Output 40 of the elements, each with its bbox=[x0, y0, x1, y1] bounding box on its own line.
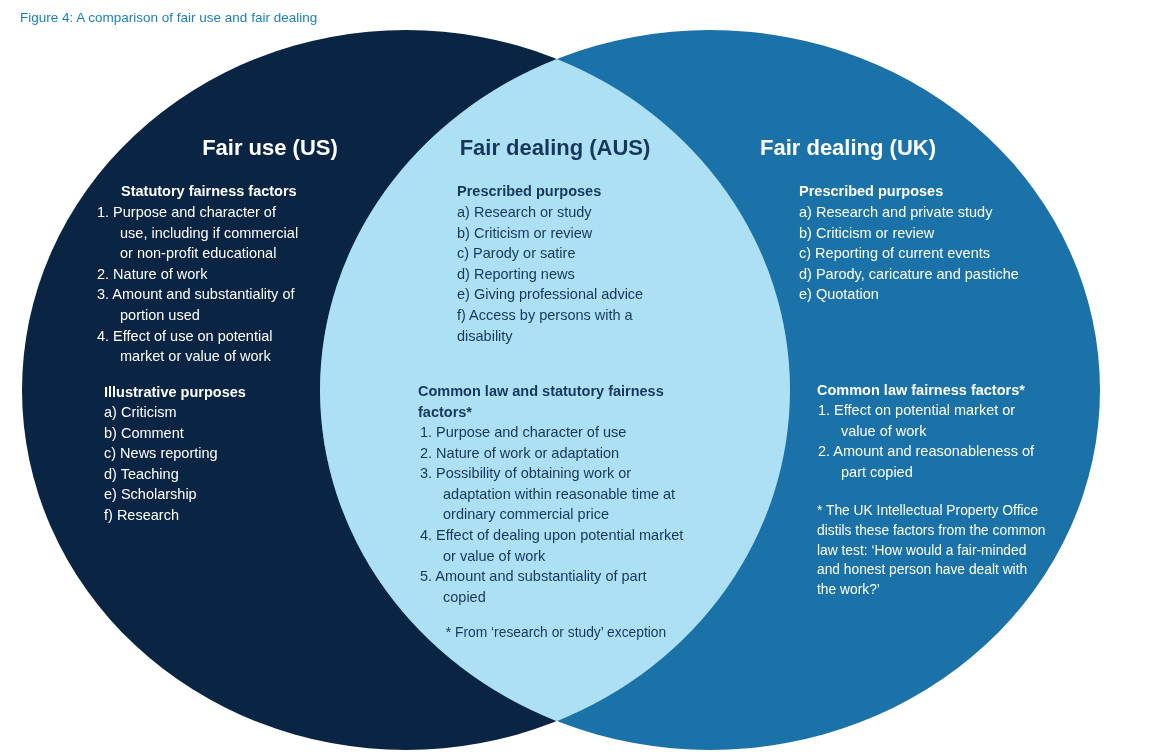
list-item: 1. Effect on potential market or value of work bbox=[818, 401, 1017, 441]
list-item: 1. Purpose and character of use, including if commercial or non-profit educational bbox=[97, 203, 300, 264]
list-item: 4. Effect of use on potential market or value of work bbox=[97, 326, 274, 367]
list-item: c) News reporting bbox=[104, 444, 218, 464]
section-heading: Illustrative purposes bbox=[104, 383, 246, 402]
list-item: b) Criticism or review bbox=[457, 223, 593, 243]
list-item: f) Access by persons with a disability bbox=[457, 305, 634, 346]
list-item: e) Giving professional advice bbox=[457, 285, 644, 305]
list-item: c) Parody or satire bbox=[457, 244, 576, 264]
region-heading: Fair dealing (AUS) bbox=[459, 134, 651, 162]
list-item: c) Reporting of current events bbox=[799, 244, 990, 264]
list-item: 3. Possibility of obtaining work or adaptation within reasonable time at ordinary commercial price bbox=[420, 464, 677, 525]
list-item: e) Quotation bbox=[799, 285, 879, 305]
figure-title: Figure 4: A comparison of fair use and fair dealing bbox=[20, 9, 318, 27]
list-item: a) Research and private study bbox=[799, 203, 993, 222]
list-item: 2. Nature of work or adaptation bbox=[420, 443, 620, 463]
list-item: a) Criticism bbox=[104, 403, 177, 422]
list-item: e) Scholarship bbox=[104, 485, 197, 505]
footnote: * From ‘research or study’ exception bbox=[445, 624, 667, 642]
region-heading: Fair use (US) bbox=[202, 134, 338, 162]
list-item: d) Reporting news bbox=[457, 264, 575, 284]
list-item: d) Parody, caricature and pastiche bbox=[799, 264, 1019, 284]
list-item: b) Comment bbox=[104, 423, 184, 443]
section-heading: Common law fairness factors* bbox=[817, 381, 1025, 400]
list-item: 2. Nature of work bbox=[97, 264, 208, 284]
region-heading: Fair dealing (UK) bbox=[760, 134, 936, 162]
list-item: 1. Purpose and character of use bbox=[420, 423, 627, 442]
list-item: 3. Amount and substantiality of portion used bbox=[97, 285, 296, 325]
list-item: 4. Effect of dealing upon potential market or value of work bbox=[420, 525, 685, 566]
list-item: 2. Amount and reasonableness of part copied bbox=[818, 442, 1036, 482]
section-heading: Statutory fairness factors bbox=[121, 182, 297, 201]
list-item: b) Criticism or review bbox=[799, 223, 935, 243]
list-item: 5. Amount and substantiality of part copied bbox=[420, 567, 648, 607]
section-heading: Common law and statutory fairness factors* bbox=[418, 382, 665, 422]
list-item: d) Teaching bbox=[104, 464, 179, 484]
footnote: * The UK Intellectual Property Office distils these factors from the common law test: ‘How would a fair-minded and honest person have dealt with the work?’ bbox=[817, 502, 1047, 600]
section-heading: Prescribed purposes bbox=[799, 182, 944, 201]
list-item: f) Research bbox=[104, 505, 179, 525]
list-item: a) Research or study bbox=[457, 203, 592, 222]
section-heading: Prescribed purposes bbox=[457, 182, 602, 201]
